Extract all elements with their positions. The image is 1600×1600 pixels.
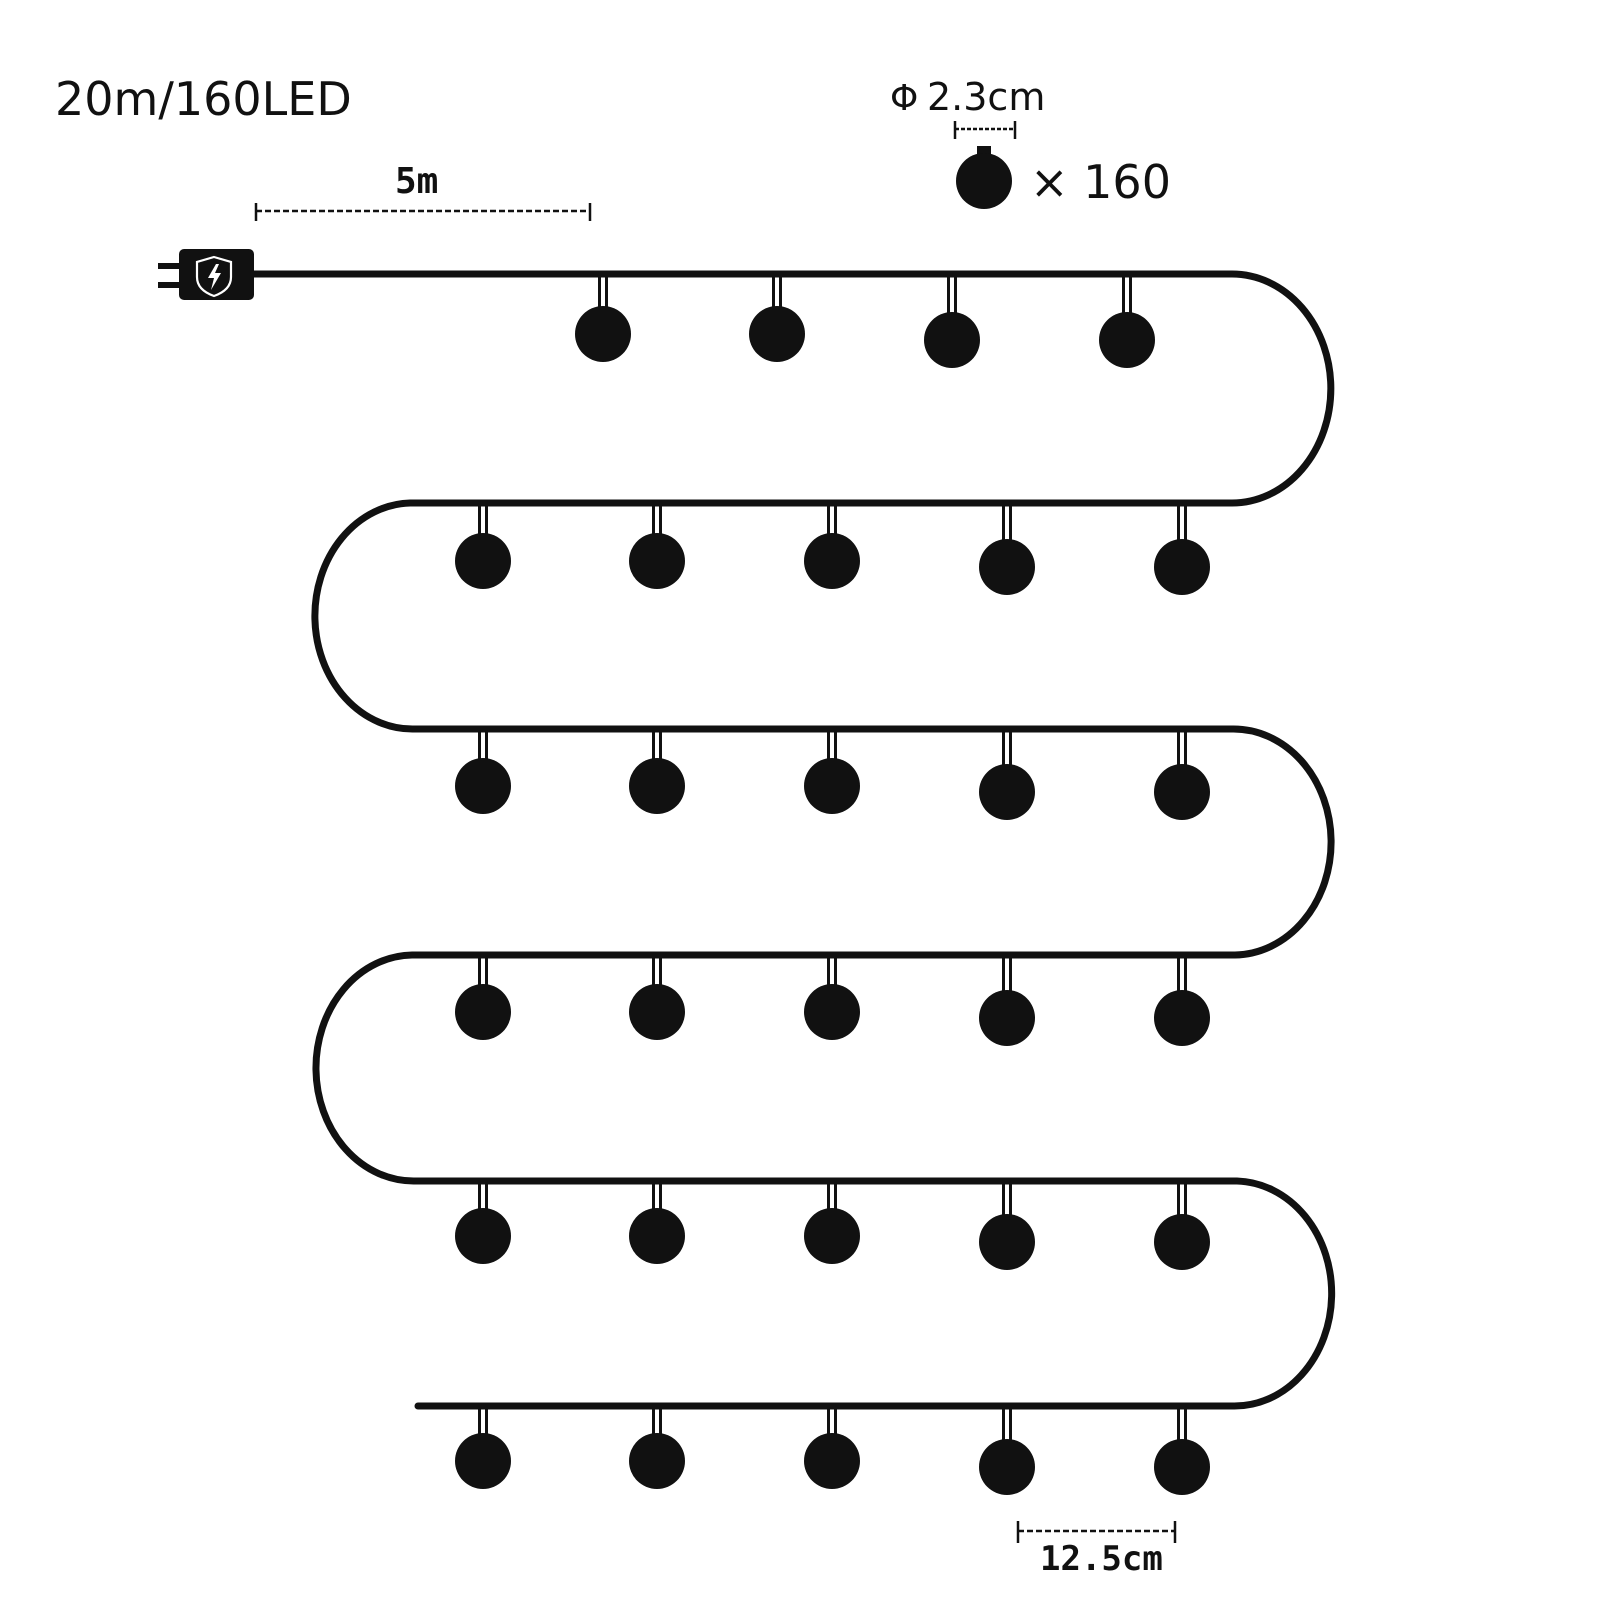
bulb	[1154, 503, 1210, 595]
bulb	[804, 1181, 860, 1264]
bulb-diameter-dimension-line	[953, 121, 1017, 139]
bulb-diameter-symbol: Φ	[890, 78, 918, 119]
shield-lightning-icon	[195, 255, 233, 298]
lead-length-label: 5m	[395, 161, 438, 202]
bulb	[1154, 1406, 1210, 1495]
bulb	[804, 503, 860, 589]
bulb	[629, 1181, 685, 1264]
bulb	[629, 729, 685, 814]
lead-length-dimension-line	[254, 203, 592, 221]
bulb	[1154, 955, 1210, 1046]
bulb	[749, 274, 805, 362]
bulb	[804, 1406, 860, 1489]
bulb-spacing-dimension-line	[1016, 1521, 1177, 1543]
bulb	[455, 503, 511, 589]
bulb-group	[455, 274, 1210, 1495]
product-spec-title: 20m/160LED	[55, 72, 352, 126]
bulb	[1099, 274, 1155, 368]
bulb	[455, 1406, 511, 1489]
bulb	[629, 503, 685, 589]
plug-adapter-icon	[158, 249, 254, 300]
bulb	[1154, 729, 1210, 820]
bulb	[979, 503, 1035, 595]
bulb	[924, 274, 980, 368]
bulb	[804, 729, 860, 814]
bulb-diameter-label: 2.3cm	[927, 75, 1045, 119]
bulb	[804, 955, 860, 1040]
light-string-cable	[250, 270, 1336, 1410]
bulb-count-label: × 160	[1030, 155, 1171, 209]
bulb	[979, 955, 1035, 1046]
bulb	[1154, 1181, 1210, 1270]
bulb	[979, 1406, 1035, 1495]
bulb	[455, 729, 511, 814]
bulb	[629, 955, 685, 1040]
bulb	[979, 729, 1035, 820]
sample-bulb-icon	[956, 146, 1012, 209]
bulb	[575, 274, 631, 362]
bulb	[629, 1406, 685, 1489]
bulb	[455, 955, 511, 1040]
bulb-spacing-label: 12.5cm	[1040, 1539, 1163, 1579]
bulb	[979, 1181, 1035, 1270]
bulb	[455, 1181, 511, 1264]
